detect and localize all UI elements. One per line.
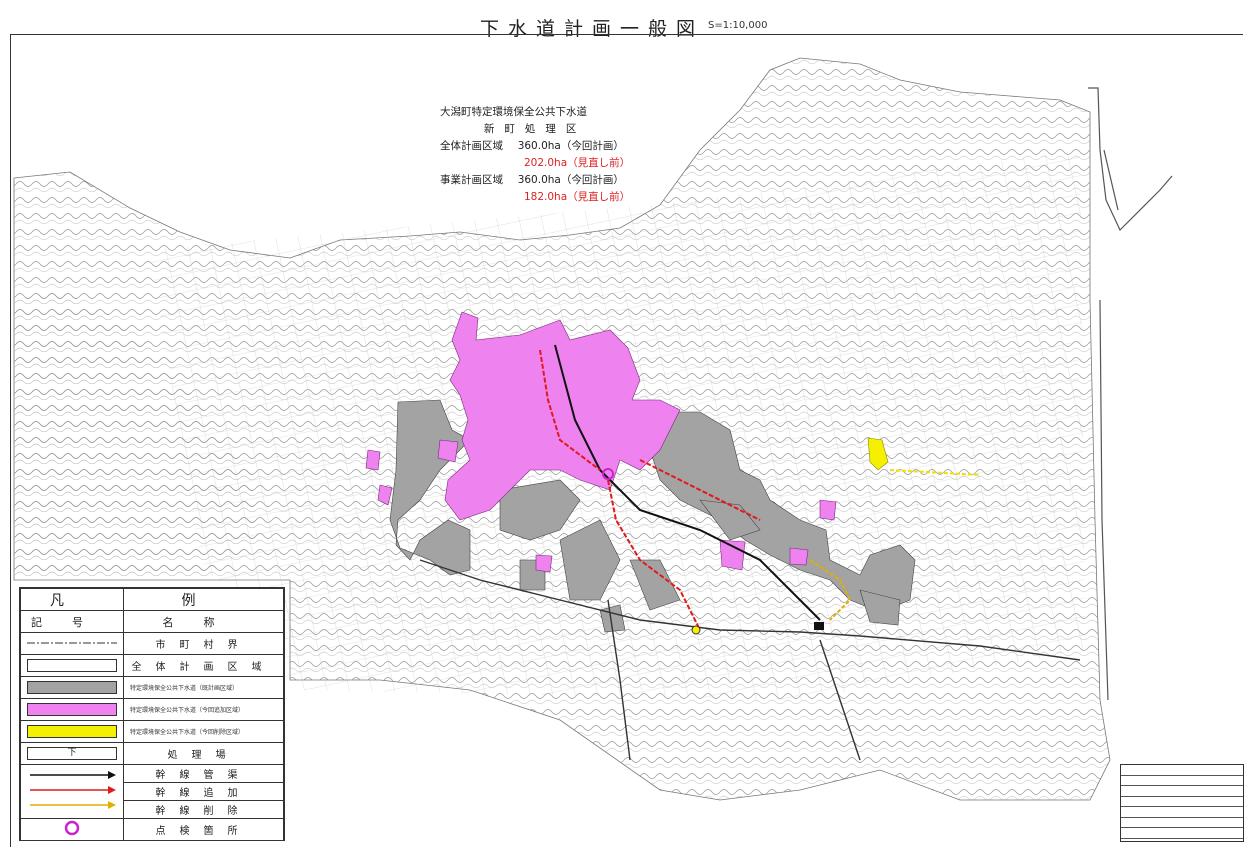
plan-info: 大潟町特定環境保全公共下水道 新町処理区 全体計画区域 360.0ha（今回計画…	[440, 104, 630, 206]
plan-name: 大潟町特定環境保全公共下水道	[440, 106, 587, 118]
project-area-value: 360.0ha（今回計画）	[517, 174, 624, 186]
legend-symbol-check	[20, 818, 124, 841]
check-point-circle	[691, 625, 701, 635]
total-area-prev: 202.0ha（見直し前）	[524, 157, 631, 169]
total-area-value: 360.0ha（今回計画）	[517, 140, 624, 152]
legend-label-main-line: 幹線管渠	[123, 764, 284, 783]
trunk-lines	[539, 344, 981, 631]
legend-label-boundary: 市町村界	[123, 632, 284, 655]
project-area-prev: 182.0ha（見直し前）	[524, 191, 631, 203]
plan-district: 新町処理区	[483, 123, 587, 135]
legend-symbol-lines	[20, 764, 124, 819]
legend-header-right: 例	[123, 588, 284, 611]
map-frame	[10, 34, 1243, 847]
legend-subheader-symbol: 記号	[20, 610, 124, 633]
deleted-area	[867, 437, 889, 471]
check-point-circle	[602, 468, 614, 480]
legend-label-del-line: 幹線削除	[123, 800, 284, 819]
legend-label-add-line: 幹線追加	[123, 782, 284, 801]
legend-symbol-total-area	[20, 654, 124, 677]
legend-subheader-name: 名称	[123, 610, 284, 633]
map-scale: S=1:10,000	[708, 20, 768, 31]
legend-label-total-area: 全体計画区域	[123, 654, 284, 677]
legend-label-deleted: 特定環境保全公共下水道（今回削除区域）	[123, 720, 284, 743]
legend: 凡 例 記号 名称 市町村界 全体計画区域 特定環境保全公共下水道（既計画区域）…	[19, 587, 285, 841]
roads	[419, 559, 1081, 761]
legend-label-plant: 処理場	[123, 742, 284, 765]
legend-symbol-deleted	[20, 720, 124, 743]
total-area-label: 全体計画区域	[440, 140, 503, 152]
legend-symbol-added	[20, 698, 124, 721]
title-block	[1120, 764, 1244, 842]
harbor	[1088, 87, 1173, 701]
project-area-label: 事業計画区域	[440, 174, 503, 186]
legend-label-existing: 特定環境保全公共下水道（既計画区域）	[123, 676, 284, 699]
added-area	[365, 311, 837, 573]
treatment-plant-symbol	[814, 622, 824, 630]
legend-label-check: 点検箇所	[123, 818, 284, 841]
mountain-area	[14, 290, 260, 580]
legend-header-left: 凡	[20, 588, 124, 611]
legend-symbol-boundary	[20, 632, 124, 655]
project-area-row: 事業計画区域 360.0ha（今回計画）	[440, 172, 630, 189]
total-area-row: 全体計画区域 360.0ha（今回計画）	[440, 138, 630, 155]
legend-symbol-plant: 下	[20, 742, 124, 765]
legend-symbol-existing	[20, 676, 124, 699]
legend-label-added: 特定環境保全公共下水道（今回追加区域）	[123, 698, 284, 721]
